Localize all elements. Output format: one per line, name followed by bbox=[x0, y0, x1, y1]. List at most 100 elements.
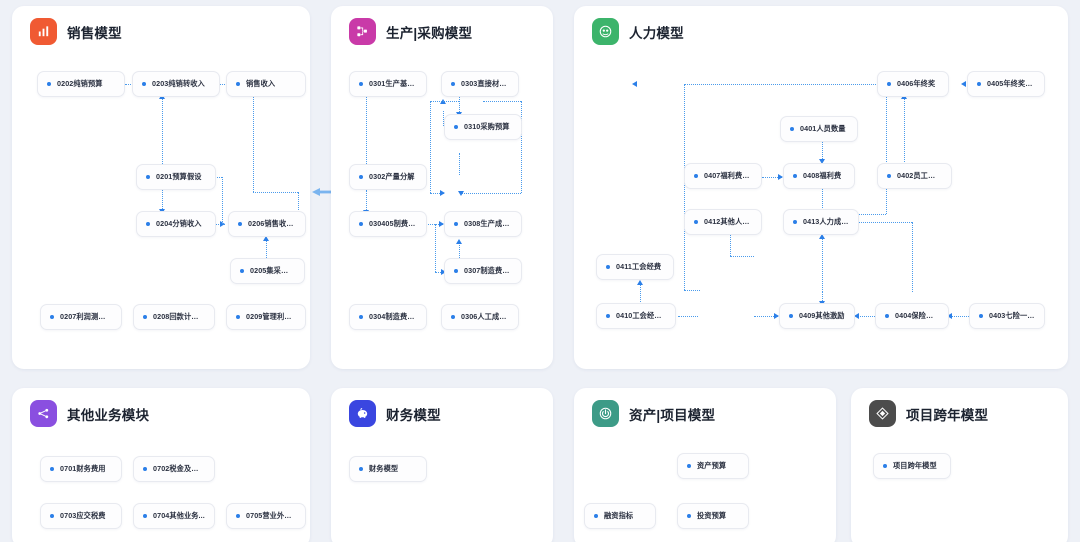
node-dot bbox=[359, 222, 363, 226]
panel-asset-project[interactable]: 资产|项目模型 资产预算 融资指标 投资预算 bbox=[574, 388, 836, 542]
connector bbox=[856, 316, 881, 317]
panel-finance[interactable]: 财务模型 财务模型 bbox=[331, 388, 553, 542]
panel-link-arrow-icon bbox=[310, 186, 334, 198]
node-label: 0411工会经费 bbox=[616, 262, 662, 271]
node-label: 0704其他业务... bbox=[153, 511, 205, 520]
node-card[interactable]: 资产预算 bbox=[677, 453, 749, 479]
arrow-head bbox=[947, 312, 952, 319]
node-dot bbox=[236, 315, 240, 319]
node-dot bbox=[143, 315, 147, 319]
node-dot bbox=[238, 222, 242, 226]
node-card[interactable]: 0206销售收入... bbox=[228, 211, 306, 237]
node-card[interactable]: 0406年终奖 bbox=[877, 71, 949, 97]
node-card[interactable]: 0205集采收入 bbox=[230, 258, 305, 284]
node-card[interactable]: 0201预算假设 bbox=[136, 164, 216, 190]
node-dot bbox=[359, 175, 363, 179]
panel-title-sales: 销售模型 bbox=[67, 25, 122, 41]
panel-production[interactable]: 生产|采购模型 0301生产基本... bbox=[331, 6, 553, 369]
piggy-bank-icon bbox=[349, 400, 376, 427]
node-dot bbox=[454, 125, 458, 129]
panel-sales[interactable]: 销售模型 0202纯销预算 0203纯销转收入 销售收入 bbox=[12, 6, 310, 369]
node-card[interactable]: 销售收入 bbox=[226, 71, 306, 97]
node-card[interactable]: 0203纯销转收入 bbox=[132, 71, 220, 97]
node-card[interactable]: 0209管理利润... bbox=[226, 304, 306, 330]
node-card[interactable]: 项目跨年模型 bbox=[873, 453, 951, 479]
connector bbox=[443, 101, 459, 102]
node-card[interactable]: 0303直接材料... bbox=[441, 71, 519, 97]
node-label: 0205集采收入 bbox=[250, 266, 295, 275]
node-label: 0207利润测算表 bbox=[60, 312, 112, 321]
panel-other-business[interactable]: 其他业务模块 0701财务费用 0702税金及附加 0703应交税费 0704其… bbox=[12, 388, 310, 542]
node-dot bbox=[793, 220, 797, 224]
panel-header-sales: 销售模型 bbox=[30, 18, 122, 45]
node-label: 0408福利费 bbox=[803, 171, 842, 180]
node-card[interactable]: 投资预算 bbox=[677, 503, 749, 529]
node-dot bbox=[454, 222, 458, 226]
panel-title-production: 生产|采购模型 bbox=[386, 25, 473, 41]
panel-header-hr: 人力模型 bbox=[592, 18, 684, 45]
node-card[interactable]: 0411工会经费 bbox=[596, 254, 674, 280]
connector bbox=[459, 153, 460, 175]
node-card[interactable]: 0207利润测算表 bbox=[40, 304, 122, 330]
node-card[interactable]: 0306人工成本... bbox=[441, 304, 519, 330]
node-card[interactable]: 0204分销收入 bbox=[136, 211, 216, 237]
node-card[interactable]: 0308生产成本... bbox=[444, 211, 522, 237]
node-label: 0202纯销预算 bbox=[57, 79, 103, 88]
node-dot bbox=[50, 514, 54, 518]
node-label: 0304制造费用... bbox=[369, 312, 417, 321]
node-card[interactable]: 0208回款计划表 bbox=[133, 304, 215, 330]
connector bbox=[430, 101, 431, 193]
node-card[interactable]: 0304制造费用... bbox=[349, 304, 427, 330]
node-card[interactable]: 0408福利费 bbox=[783, 163, 855, 189]
node-label: 0703应交税费 bbox=[60, 511, 106, 520]
node-card[interactable]: 0705营业外收支 bbox=[226, 503, 306, 529]
node-label: 0209管理利润... bbox=[246, 312, 296, 321]
node-card[interactable]: 0701财务费用 bbox=[40, 456, 122, 482]
node-card[interactable]: 融资指标 bbox=[584, 503, 656, 529]
node-card[interactable]: 0310采购预算 bbox=[444, 114, 522, 140]
node-card[interactable]: 0410工会经费... bbox=[596, 303, 676, 329]
panel-hr[interactable]: 人力模型 bbox=[574, 6, 1068, 369]
node-label: 0301生产基本... bbox=[369, 79, 417, 88]
node-dot bbox=[687, 514, 691, 518]
connector bbox=[435, 224, 436, 272]
node-dot bbox=[887, 174, 891, 178]
node-card[interactable]: 0404保险及公... bbox=[875, 303, 949, 329]
node-card[interactable]: 0401人员数量 bbox=[780, 116, 858, 142]
node-card[interactable]: 0413人力成本... bbox=[783, 209, 859, 235]
connector bbox=[678, 316, 698, 317]
arrow-head bbox=[854, 312, 859, 319]
node-card[interactable]: 0703应交税费 bbox=[40, 503, 122, 529]
node-card[interactable]: 0407福利费标准 bbox=[684, 163, 762, 189]
node-dot bbox=[883, 464, 887, 468]
node-card[interactable]: 0202纯销预算 bbox=[37, 71, 125, 97]
node-card[interactable]: 0307制造费用... bbox=[444, 258, 522, 284]
node-label: 0310采购预算 bbox=[464, 122, 510, 131]
node-card[interactable]: 0704其他业务... bbox=[133, 503, 215, 529]
diamond-icon bbox=[869, 400, 896, 427]
node-card[interactable]: 0301生产基本... bbox=[349, 71, 427, 97]
node-card[interactable]: 0302产量分解 bbox=[349, 164, 427, 190]
panel-cross-year[interactable]: 项目跨年模型 项目跨年模型 bbox=[851, 388, 1068, 542]
node-dot bbox=[236, 514, 240, 518]
node-card[interactable]: 0403七险一金... bbox=[969, 303, 1045, 329]
panel-header-production: 生产|采购模型 bbox=[349, 18, 472, 45]
arrow-head bbox=[632, 80, 637, 87]
node-label: 财务模型 bbox=[369, 464, 399, 473]
connector bbox=[366, 190, 367, 212]
node-card[interactable]: 0409其他激励 bbox=[779, 303, 855, 329]
node-label: 销售收入 bbox=[246, 79, 276, 88]
arrow-head bbox=[455, 239, 462, 244]
connector bbox=[423, 224, 443, 225]
node-card[interactable]: 0702税金及附加 bbox=[133, 456, 215, 482]
node-dot bbox=[451, 82, 455, 86]
node-card[interactable]: 财务模型 bbox=[349, 456, 427, 482]
node-card[interactable]: 0412其他人力... bbox=[684, 209, 762, 235]
node-label: 0402员工工资 bbox=[897, 171, 942, 180]
node-dot bbox=[359, 82, 363, 86]
node-card[interactable]: 030405制费分... bbox=[349, 211, 427, 237]
arrow-head bbox=[818, 159, 825, 164]
node-label: 0307制造费用... bbox=[464, 266, 512, 275]
node-card[interactable]: 0402员工工资 bbox=[877, 163, 952, 189]
node-card[interactable]: 0405年终奖系... bbox=[967, 71, 1045, 97]
